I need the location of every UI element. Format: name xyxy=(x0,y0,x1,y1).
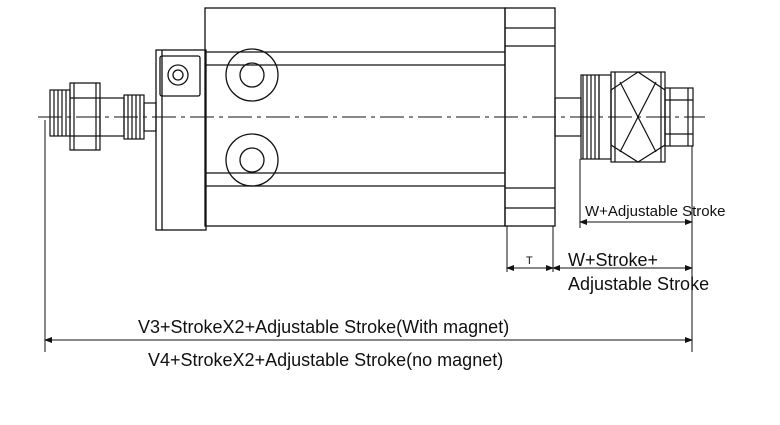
label-t: T xyxy=(526,255,533,267)
extension-lines xyxy=(44,120,693,352)
left-rod-end xyxy=(49,89,71,137)
label-w-stroke-line2: Adjustable Stroke xyxy=(568,274,709,294)
left-rod-assembly xyxy=(49,82,157,151)
label-v4: V4+StrokeX2+Adjustable Stroke(no magnet) xyxy=(148,350,503,370)
label-v3: V3+StrokeX2+Adjustable Stroke(With magne… xyxy=(138,317,509,337)
left-hex-nut xyxy=(69,82,101,151)
label-w-stroke-line1: W+Stroke+ xyxy=(568,250,658,270)
dimension-lines xyxy=(44,219,693,343)
mounting-block xyxy=(155,49,207,231)
label-w-adjustable-stroke: W+Adjustable Stroke xyxy=(585,203,726,220)
